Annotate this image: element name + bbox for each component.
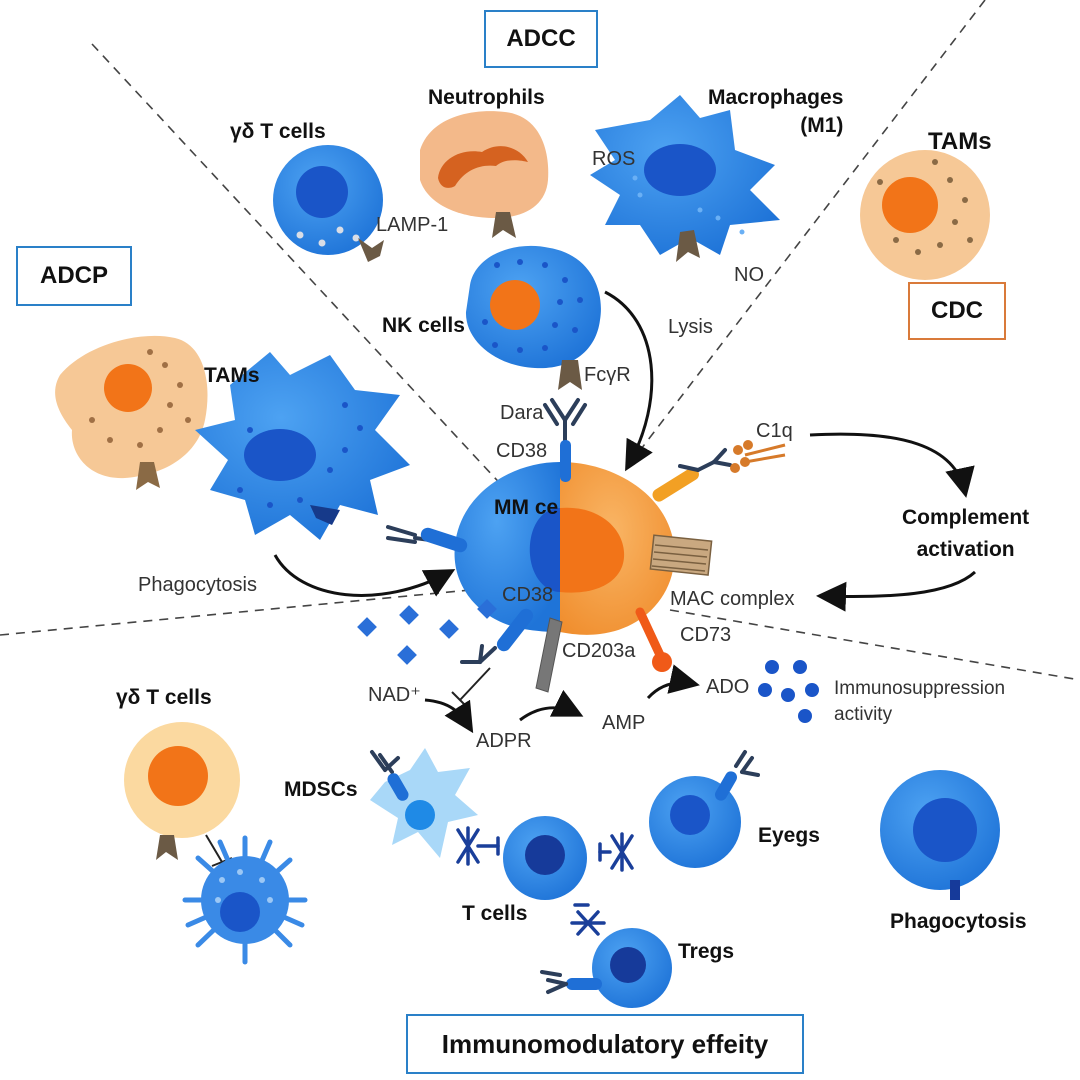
cdc-label: CDC — [931, 297, 983, 324]
adcc-section-box: ADCC — [484, 10, 598, 68]
tams-left-label: TAMs — [204, 364, 260, 387]
tam-left-blue-cell — [195, 352, 410, 540]
tams-right-label: TAMs — [928, 128, 992, 155]
neutrophil-cell — [420, 111, 549, 238]
mac-arrow — [816, 570, 977, 612]
dara-label: Dara — [500, 402, 544, 424]
cdc-section-box: CDC — [908, 282, 1006, 340]
cd38-receptor-bottom — [496, 608, 534, 652]
adcc-label: ADCC — [506, 25, 576, 52]
gd-t-cells-top-label: γδ T cells — [230, 120, 326, 143]
ado-molecules — [758, 660, 819, 723]
complement-arrow — [809, 432, 975, 498]
dara-antibody-top — [543, 398, 587, 442]
adcp-label: ADCP — [39, 262, 108, 289]
c1q-molecule — [730, 440, 786, 473]
c1q-label: C1q — [756, 420, 793, 442]
phagocytosis-left-label: Phagocytosis — [138, 574, 257, 596]
nk-cell — [465, 245, 601, 390]
mm-cell-label: MM ce — [494, 496, 559, 519]
mac-complex-label: MAC complex — [670, 588, 795, 610]
no-label: NO — [734, 264, 764, 286]
lysis-arrow — [604, 290, 654, 472]
cd203a-label: CD203a — [562, 640, 636, 662]
mdsc-cell — [370, 748, 478, 858]
eyegs-label: Eyegs — [758, 824, 820, 847]
tregs-cell — [592, 928, 672, 1008]
cd38-receptor-right — [652, 467, 699, 502]
immunomodulatory-section-box: Immunomodulatory effeity — [406, 1014, 804, 1074]
macrophages-label: Macrophages (M1) — [708, 86, 844, 137]
complement-activation-label: Complement activation — [902, 506, 1030, 561]
tregs-antibody — [540, 970, 568, 994]
divider-adcc-adcp — [91, 43, 521, 506]
tam-right-cell — [860, 150, 990, 280]
section-dividers — [0, 0, 1080, 681]
c1q-antibody — [678, 448, 732, 472]
divider-right-bottom — [669, 609, 1080, 681]
gd-t-cell-bottom — [124, 722, 240, 867]
mdscs-label: MDSCs — [284, 778, 358, 801]
fcgr-label: FcγR — [584, 364, 631, 386]
neutrophils-label: Neutrophils — [428, 86, 545, 109]
tregs-label: Tregs — [678, 940, 735, 963]
adpr-to-amp-arrow — [519, 689, 584, 722]
eyegs-antibody — [734, 750, 760, 777]
adpr-label: ADPR — [476, 730, 532, 752]
cd73-label: CD73 — [680, 624, 732, 646]
spiky-target-cell — [182, 835, 308, 965]
nk-cells-label: NK cells — [382, 314, 465, 337]
cd38-top-label: CD38 — [496, 440, 548, 462]
gd-t-cells-bottom-label: γδ T cells — [116, 686, 212, 709]
amp-to-ado-arrow — [646, 664, 700, 700]
cd38-bottom-label: CD38 — [502, 584, 554, 606]
mdsc-antibody — [370, 750, 400, 774]
gd-t-cell-top — [273, 145, 384, 262]
cd38-receptor-left — [420, 527, 468, 553]
amp-label: AMP — [602, 712, 646, 734]
tam-left-beige-cell — [55, 335, 208, 490]
cd38-antibody-bottom — [460, 644, 497, 664]
divider-adcc-cdc — [624, 0, 986, 471]
nad-molecules — [357, 599, 497, 665]
immunomodulatory-label: Immunomodulatory effeity — [441, 1029, 769, 1059]
mac-complex — [649, 534, 713, 576]
ros-label: ROS — [592, 148, 636, 170]
immunosuppression-label: Immunosuppression activity — [834, 678, 1006, 725]
phagocytosis-arrow — [273, 554, 456, 597]
t-cell — [503, 816, 587, 900]
lamp1-label: LAMP-1 — [376, 214, 449, 236]
cd203a-enzyme — [535, 617, 563, 693]
mm-cell — [454, 462, 675, 635]
cd73-enzyme — [635, 607, 672, 672]
phagocytosis-right-cell — [880, 770, 1000, 900]
t-cells-label: T cells — [462, 902, 528, 925]
adcp-section-box: ADCP — [16, 246, 132, 306]
phagocytosis-right-label: Phagocytosis — [890, 910, 1027, 933]
lysis-label: Lysis — [668, 316, 713, 338]
nad-label: NAD⁺ — [368, 684, 421, 706]
checkpoint-inhibitors — [456, 826, 634, 936]
macrophage-m1-cell — [590, 95, 780, 262]
inhibition-line — [459, 667, 491, 701]
ado-label: ADO — [706, 676, 750, 698]
nad-to-adpr-arrow — [424, 698, 474, 734]
cd38-receptor-top — [560, 440, 571, 482]
